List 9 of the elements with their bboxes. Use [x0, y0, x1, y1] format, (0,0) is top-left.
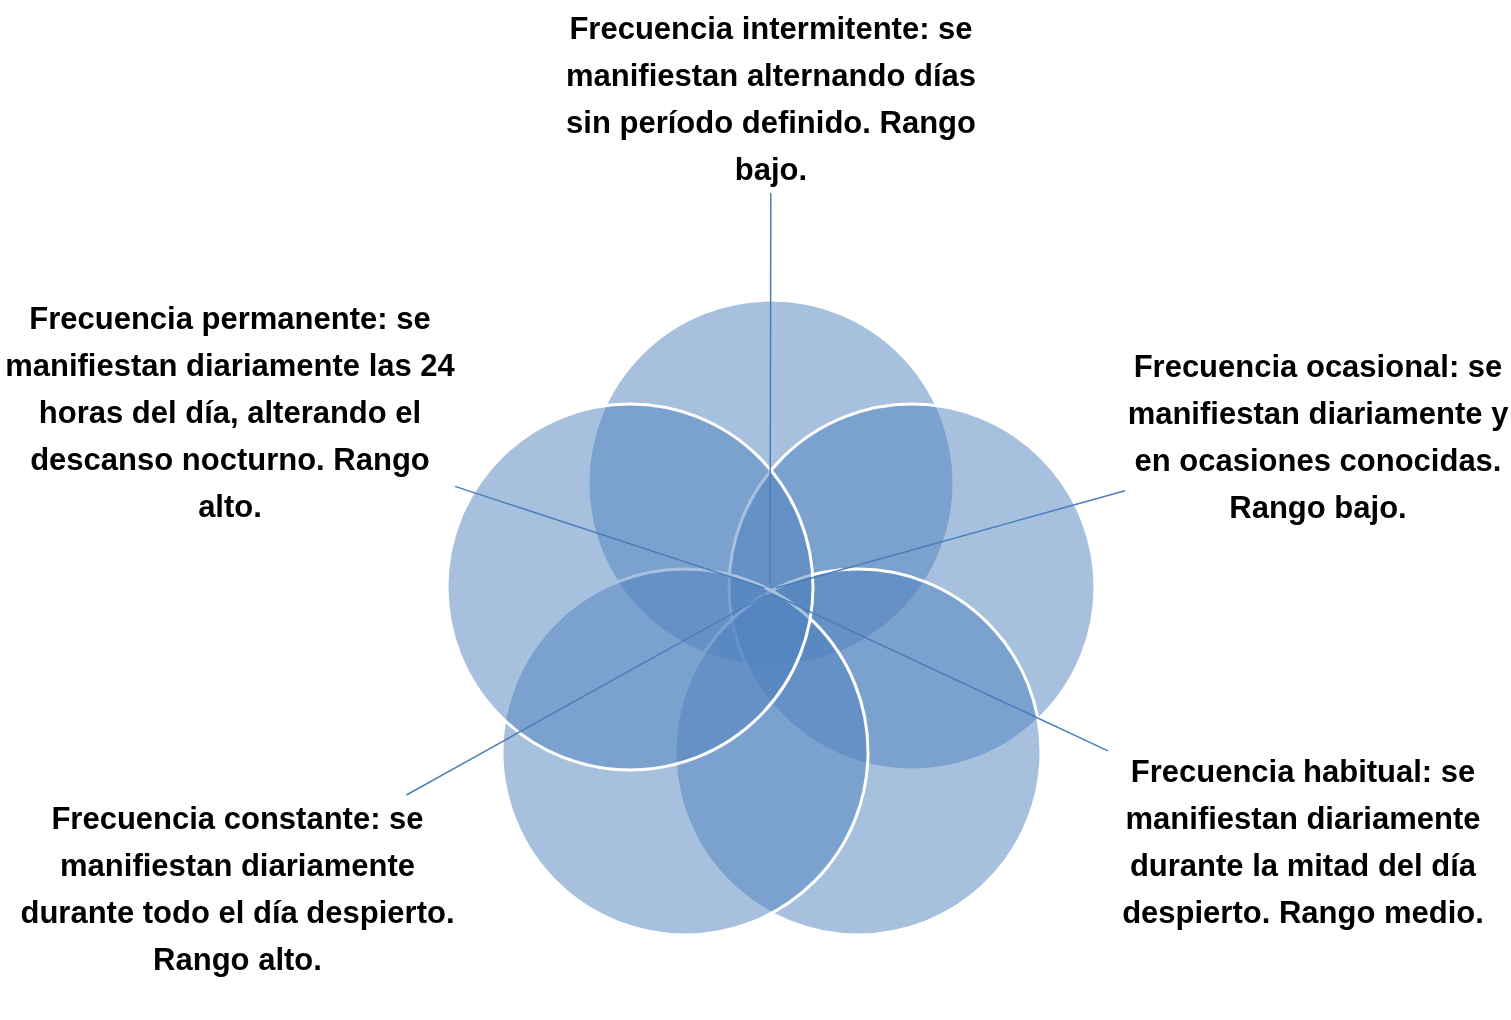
leader-line	[772, 593, 1109, 752]
description-text: Frecuencia constante: se manifiestan diariamente durante todo el día despierto. Rango alto.	[15, 795, 460, 983]
description-text: Frecuencia habitual: se manifiestan diariamente durante la mitad del día despierto. Rango medio.	[1108, 748, 1498, 936]
description-text: Frecuencia intermitente: se manifiestan alternando días sin período definido. Rango bajo.	[560, 5, 982, 193]
leader-line	[769, 192, 772, 585]
leader-line	[405, 593, 768, 796]
leader-line	[774, 489, 1126, 589]
description-text: Frecuencia ocasional: se manifiestan diariamente y en ocasiones conocidas. Rango bajo.	[1125, 343, 1511, 531]
description-text: Frecuencia permanente: se manifiestan diariamente las 24 horas del día, alterando el descanso nocturno. Rango alto.	[5, 295, 455, 530]
